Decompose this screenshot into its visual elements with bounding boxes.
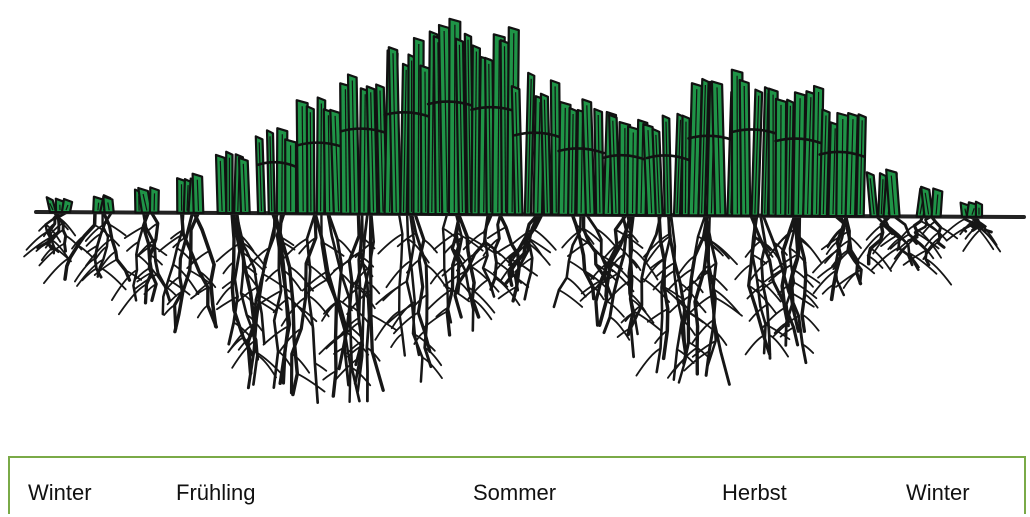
grass-clump (428, 19, 474, 214)
root-system (939, 217, 1000, 252)
grass-clump (776, 86, 824, 216)
grass-leaf-vein (321, 104, 322, 212)
root-system (24, 212, 81, 265)
root-branch (383, 281, 407, 300)
root-branch (105, 222, 125, 235)
grass-leaf-vein (98, 203, 99, 211)
roots-layer (24, 212, 1000, 403)
grass-clump (867, 170, 900, 217)
grass-clump (93, 195, 114, 212)
root-branch (746, 336, 764, 355)
grass-clump (512, 73, 561, 215)
root-system (813, 216, 874, 299)
season-label-winter-end: Winter (906, 480, 970, 506)
grass-clump (256, 128, 296, 213)
root-branch (119, 284, 147, 314)
grass-leaf (47, 197, 56, 212)
grass-clump (643, 114, 689, 215)
season-label-autumn: Herbst (722, 480, 787, 506)
root-strand (884, 216, 919, 269)
season-label-summer: Sommer (473, 480, 556, 506)
root-branch (198, 306, 208, 318)
root-branch (569, 261, 594, 279)
season-label-winter-start: Winter (28, 480, 92, 506)
root-branch (926, 259, 952, 285)
root-branch (378, 234, 402, 254)
root-branch (422, 358, 442, 379)
root-branch (78, 245, 93, 257)
root-strand (307, 213, 318, 402)
root-branch (648, 309, 668, 322)
grass-clump (297, 98, 344, 214)
grass-leaf-vein (418, 44, 419, 212)
grass-clump (216, 152, 250, 213)
season-label-spring: Frühling (176, 480, 255, 506)
root-system (735, 216, 814, 363)
grass-clump (177, 174, 203, 213)
grass-clump (604, 112, 648, 215)
grass-clump (385, 38, 431, 214)
grass-leaf-vein (454, 25, 455, 212)
root-branch (688, 312, 711, 328)
root-branch (42, 247, 54, 260)
grass-clump (340, 75, 387, 214)
root-branch (424, 240, 437, 253)
grass-clump (689, 79, 739, 215)
grass-leaf-vein (310, 112, 311, 211)
leaves-layer (47, 19, 982, 217)
grass-leaf-vein (633, 133, 634, 214)
root-branch (567, 278, 586, 297)
root-branch (684, 272, 709, 291)
grass-leaf (62, 199, 72, 212)
grass-clump (732, 70, 778, 216)
grass-clump (559, 99, 604, 215)
root-branch (775, 323, 787, 333)
root-branch (297, 374, 324, 392)
grass-leaf-vein (425, 72, 426, 212)
grass-leaf-vein (685, 122, 686, 214)
grass-clump (135, 187, 159, 212)
root-system (159, 213, 216, 332)
grass-clump (917, 187, 943, 217)
root-system (891, 217, 958, 269)
grass-clump (820, 110, 866, 217)
grass-clump (47, 197, 72, 212)
root-branch (818, 265, 835, 277)
seasonal-growth-illustration (0, 0, 1030, 455)
root-system (375, 214, 447, 382)
root-branch (164, 305, 175, 315)
root-branch (391, 334, 402, 347)
season-timeline-box: Winter Frühling Sommer Herbst Winter (8, 456, 1026, 514)
grass-leaf-vein (282, 134, 283, 211)
root-branch (497, 244, 512, 253)
grass-clump (961, 202, 982, 217)
root-branch (559, 290, 582, 307)
